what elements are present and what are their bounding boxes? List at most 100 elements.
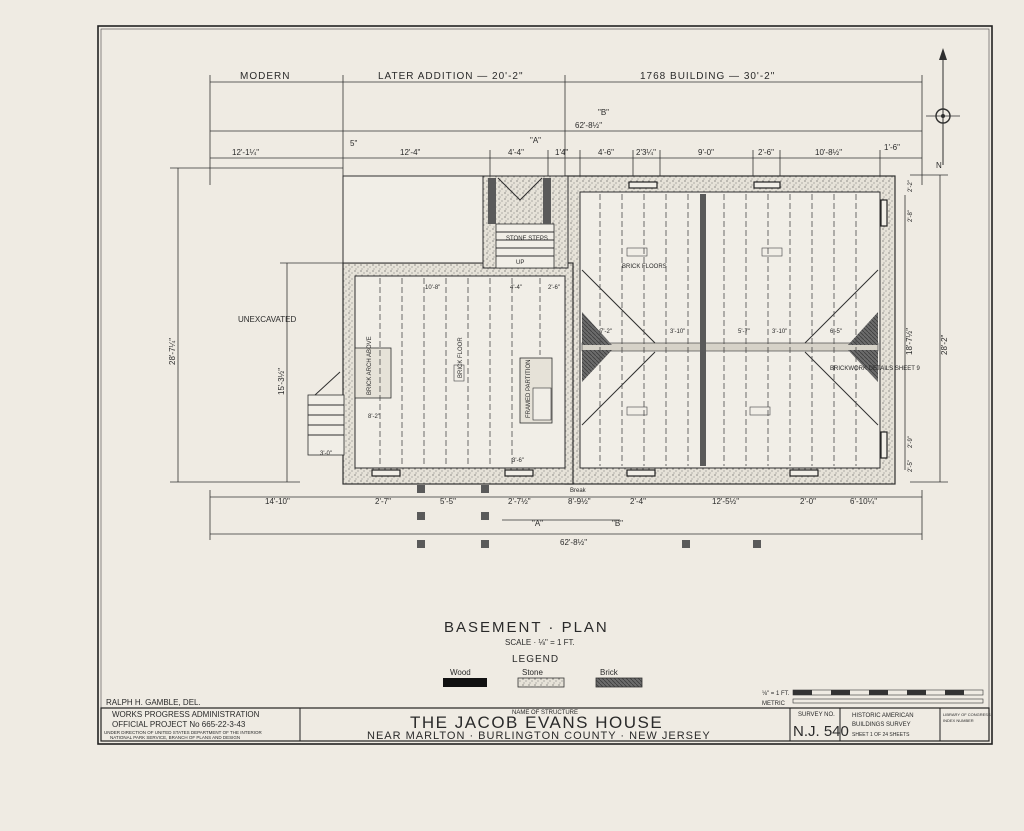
drawing-scale: SCALE · ⅛" = 1 FT. [505, 638, 575, 647]
habs-line1: HISTORIC AMERICAN [852, 713, 914, 719]
label-brick-floors: BRICK FLOORS [622, 264, 667, 270]
dim-right-bottom: 2'-5" [908, 460, 914, 472]
label-stone-steps: STONE STEPS [506, 236, 548, 242]
label-brickwork-details: BRICKWORK DETAILS SHEET 9 [830, 366, 920, 372]
scale-bar-metric: METRIC [762, 701, 786, 707]
svg-text:14'-10": 14'-10" [265, 497, 290, 506]
dim-right-top2: 2'-2" [908, 180, 914, 192]
svg-text:3'-10": 3'-10" [670, 329, 685, 335]
label-brick-floor-left: BRICK FLOOR [458, 337, 464, 378]
structure-location: NEAR MARLTON · BURLINGTON COUNTY · NEW J… [367, 730, 711, 742]
pier-markers [417, 485, 761, 548]
dim-right-top: 2'-8" [908, 210, 914, 222]
svg-text:2'-7½": 2'-7½" [508, 497, 531, 506]
svg-text:10'-8½": 10'-8½" [815, 148, 842, 157]
scale-bar-label: ⅛" = 1 FT. [762, 691, 790, 697]
habs-line2: BUILDINGS SURVEY [852, 722, 911, 728]
drawing-title: BASEMENT · PLAN [444, 619, 609, 636]
north-label: N [936, 161, 942, 170]
sheet-number: SHEET 1 OF 24 SHEETS [852, 732, 910, 738]
svg-text:4'-4": 4'-4" [510, 285, 522, 291]
dim-right-bottom2: 2'-9" [908, 436, 914, 448]
svg-text:12'-1¼": 12'-1¼" [232, 148, 259, 157]
central-beam [581, 342, 879, 352]
legend-swatch-brick [595, 677, 643, 688]
svg-text:8'-9½": 8'-9½" [568, 497, 591, 506]
label-unexcavated: UNEXCAVATED [238, 315, 296, 324]
floor-plan [307, 175, 896, 485]
dim-overall-top: 62'-8½" [575, 121, 602, 130]
survey-number: N.J. 540 [793, 723, 849, 740]
svg-text:7'-2": 7'-2" [600, 329, 612, 335]
legend-label-brick: Brick [600, 668, 619, 677]
dim-1768-building: 1768 BUILDING — 30'-2" [640, 71, 775, 82]
library-caption: LIBRARY OF CONGRESS [943, 712, 991, 717]
index-caption: INDEX NUMBER [943, 718, 974, 723]
legend-swatch-wood [443, 678, 487, 687]
wpa-line4: NATIONAL PARK SERVICE, BRANCH OF PLANS A… [110, 735, 240, 740]
scale-bar [792, 689, 984, 704]
wpa-line3: UNDER DIRECTION OF UNITED STATES DEPARTM… [104, 730, 263, 735]
dim-modern: MODERN [240, 71, 290, 82]
svg-text:2'-6": 2'-6" [548, 285, 560, 291]
svg-text:12'-5½": 12'-5½" [712, 497, 739, 506]
svg-text:2'-0": 2'-0" [800, 497, 816, 506]
svg-text:1'-6": 1'-6" [884, 143, 900, 152]
svg-text:5'-7": 5'-7" [738, 329, 750, 335]
svg-text:12'-4": 12'-4" [400, 148, 421, 157]
floor-1768-building [579, 191, 881, 469]
svg-text:6'-5": 6'-5" [830, 329, 842, 335]
legend-swatch-stone [517, 677, 565, 688]
svg-text:6'-10¼": 6'-10¼" [850, 497, 877, 506]
top-dimension-lines [209, 75, 923, 185]
dim-later-addition: LATER ADDITION — 20'-2" [378, 71, 524, 82]
title-block [100, 707, 990, 742]
svg-text:10'-8": 10'-8" [425, 285, 440, 291]
svg-text:3'-6": 3'-6" [512, 458, 524, 464]
legend: Wood Stone Brick [443, 668, 643, 688]
dim-left-overall: 28'-7¼" [168, 338, 177, 365]
sheet-border-outer [97, 25, 993, 745]
legend-heading: LEGEND [512, 654, 559, 665]
label-break: Break [570, 488, 587, 494]
dim-right-overall: 28'-2" [940, 334, 949, 355]
section-marker-a: "A" [532, 519, 543, 528]
svg-text:4'-6": 4'-6" [598, 148, 614, 157]
dim-left-lower: 15'-3½" [277, 368, 286, 395]
structure-name: THE JACOB EVANS HOUSE [410, 713, 663, 732]
svg-text:4'-4": 4'-4" [508, 148, 524, 157]
wpa-line2: OFFICIAL PROJECT No 665-22-3-43 [112, 720, 246, 729]
svg-text:3'-10": 3'-10" [772, 329, 787, 335]
stone-steps [495, 223, 555, 269]
svg-text:5'-5": 5'-5" [440, 497, 456, 506]
top-dimension-row2: 12'-1¼" 5" 12'-4" 4'-4" "A" "B" 1'4" 4'-… [232, 108, 900, 157]
bottom-dimension-lines [209, 490, 923, 540]
dim-overall-bottom: 62'-8½" [560, 538, 587, 547]
north-arrow-icon [926, 48, 960, 165]
svg-text:1'4": 1'4" [555, 148, 568, 157]
wpa-line1: WORKS PROGRESS ADMINISTRATION [112, 710, 260, 719]
side-dimension-lines [170, 167, 948, 483]
svg-text:5": 5" [350, 139, 357, 148]
label-framed-partition: FRAMED PARTITION [526, 360, 532, 418]
svg-text:2'-7": 2'-7" [375, 497, 391, 506]
name-caption: NAME OF STRUCTURE [512, 710, 578, 716]
legend-label-wood: Wood [450, 668, 471, 677]
svg-text:2'-6": 2'-6" [758, 148, 774, 157]
survey-caption: SURVEY NO. [798, 712, 835, 718]
svg-text:"A": "A" [530, 136, 541, 145]
section-marker-b: "B" [612, 519, 623, 528]
label-up: UP [516, 260, 524, 266]
modern-area [342, 175, 484, 264]
svg-text:"B": "B" [598, 108, 609, 117]
bottom-dimension-row1: 14'-10" 2'-7" 5'-5" 2'-7½" 8'-9½" 2'-4" … [265, 497, 877, 506]
dim-right-inner: 18'-7½" [905, 328, 914, 355]
svg-text:2'-4": 2'-4" [630, 497, 646, 506]
legend-label-stone: Stone [522, 668, 543, 677]
svg-text:8'-2": 8'-2" [368, 414, 380, 420]
label-brick-arch-above: BRICK ARCH ABOVE [367, 336, 373, 395]
svg-text:3'-0": 3'-0" [320, 451, 332, 457]
brick-arch-above [354, 347, 392, 399]
svg-text:9'-0": 9'-0" [698, 148, 714, 157]
